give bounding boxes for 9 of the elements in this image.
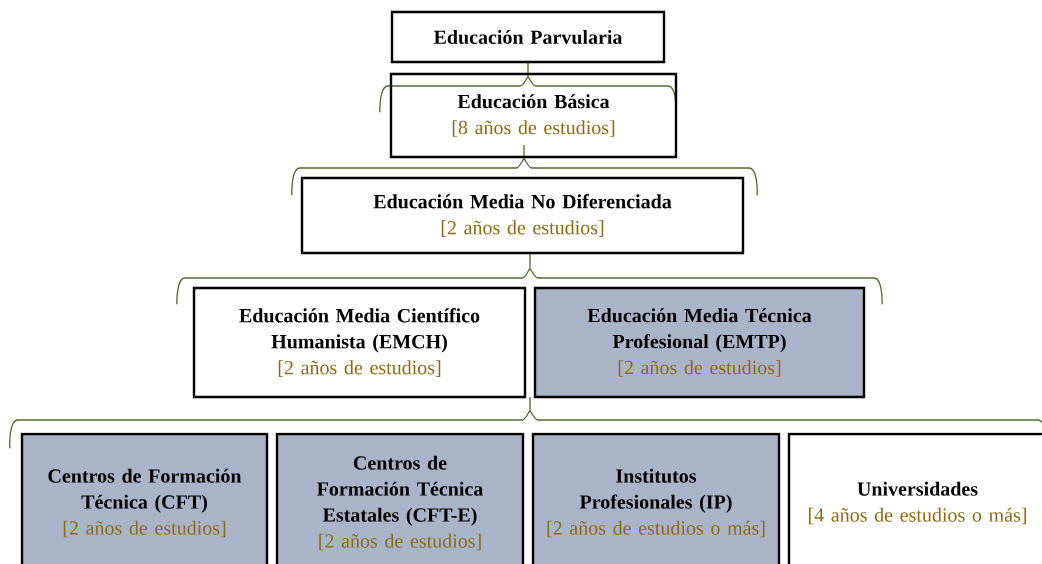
level-box: Educación Básica [8 años de estudios] xyxy=(389,72,678,159)
level-box: Educación Media Científico Humanista (EMCH) [2 años de estudios] xyxy=(192,286,527,399)
shaded-box: Centros de Formación Técnica Estatales (CFT-E) [2 años de estudios] xyxy=(275,432,525,564)
level-box: Educación Media No Diferenciada [2 años de estudios] xyxy=(300,176,745,255)
shaded-box: Institutos Profesionales (IP) [2 años de estudios o más] xyxy=(531,432,781,564)
level-box: Educación Parvularia xyxy=(390,10,666,64)
level-box: Universidades [4 años de estudios o más] xyxy=(787,432,1042,564)
shaded-box: Centros de Formación Técnica (CFT) [2 años de estudios] xyxy=(20,432,269,564)
shaded-box: Educación Media Técnica Profesional (EMTP) [2 años de estudios] xyxy=(533,286,866,399)
